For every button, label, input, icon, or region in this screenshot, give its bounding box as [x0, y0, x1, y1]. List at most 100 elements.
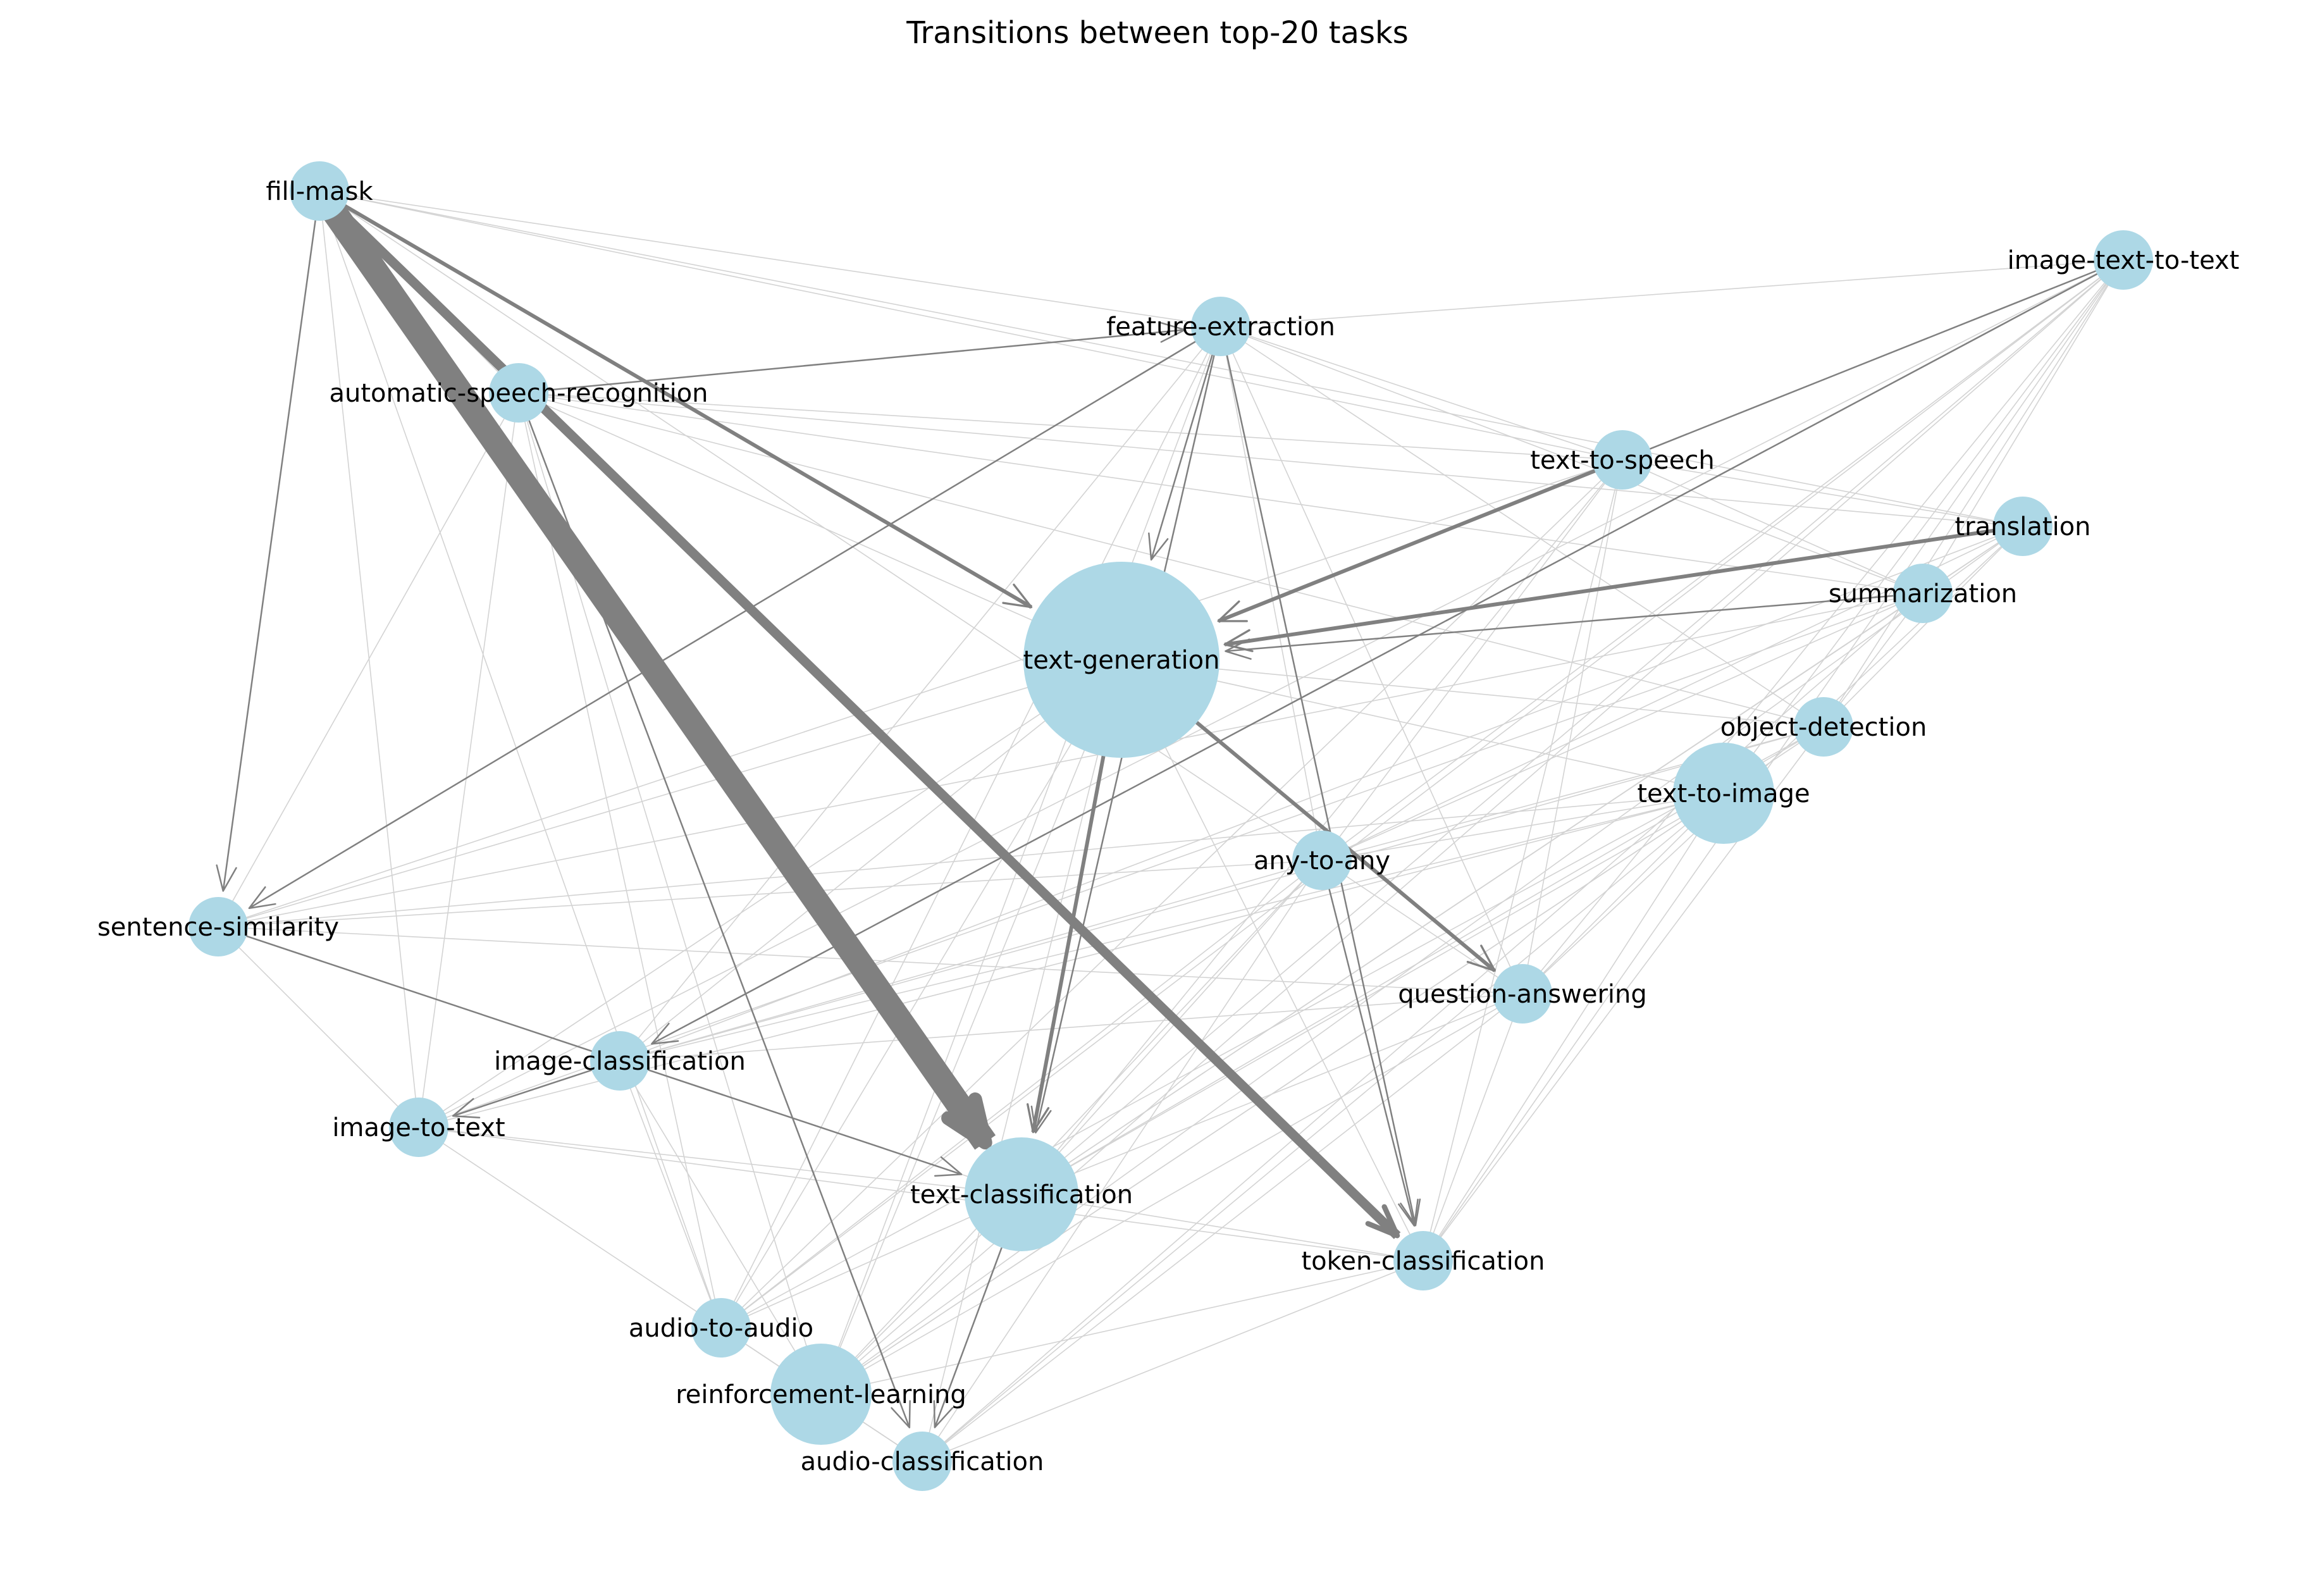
faint-edge-image-text-to-text-object-detection — [1823, 259, 2124, 727]
edge-image-text-to-text-to-text-generation — [1218, 259, 2124, 622]
edge-fill-mask-to-sentence-similarity — [216, 190, 321, 892]
node-label-text-classification: text-classification — [910, 1180, 1133, 1209]
node-label-sentence-similarity: sentence-similarity — [97, 913, 339, 942]
edge-arrowhead — [1158, 321, 1186, 343]
faint-edge-text-generation-audio-classification — [922, 659, 1122, 1462]
node-text-classification — [965, 1137, 1078, 1251]
edge-arrowhead — [933, 1400, 954, 1428]
edge-line — [1219, 326, 1417, 1226]
faint-edge-summarization-any-to-any — [1321, 593, 1923, 861]
edge-arrowhead — [216, 864, 237, 892]
node-label-question-answering: question-answering — [1398, 980, 1647, 1009]
node-text-to-speech — [1593, 430, 1652, 490]
faint-edges-layer — [218, 190, 2124, 1462]
edge-feature-extraction-to-sentence-similarity — [248, 325, 1221, 909]
node-label-reinforcement-learning: reinforcement-learning — [676, 1380, 966, 1409]
node-any-to-any — [1292, 831, 1352, 890]
node-label-image-text-to-text: image-text-to-text — [2008, 246, 2240, 275]
edge-arrowhead — [1148, 532, 1169, 561]
edge-arrowhead — [1398, 1198, 1419, 1227]
edge-arrowhead — [1225, 638, 1252, 660]
edge-line — [517, 392, 911, 1428]
edge-arrowhead — [1365, 1204, 1400, 1239]
faint-edge-text-to-image-sentence-similarity — [218, 793, 1724, 927]
edge-line — [318, 189, 1033, 609]
faint-edge-automatic-speech-recognition-sentence-similarity — [218, 392, 519, 927]
edge-fill-mask-to-token-classification — [316, 187, 1401, 1239]
faint-edge-summarization-sentence-similarity — [218, 593, 1923, 927]
faint-edge-automatic-speech-recognition-text-generation — [518, 392, 1122, 660]
faint-edge-text-to-image-token-classification — [1423, 793, 1724, 1261]
faint-edge-fill-mask-audio-to-audio — [319, 190, 722, 1328]
faint-edge-text-to-speech-translation — [1622, 459, 2023, 527]
faint-edge-feature-extraction-summarization — [1220, 326, 1923, 594]
edge-line — [222, 190, 321, 891]
edge-image-text-to-text-to-image-classification — [651, 259, 2124, 1045]
faint-edge-image-to-text-text-classification — [418, 1127, 1022, 1195]
faint-edge-image-classification-audio-to-audio — [619, 1060, 722, 1328]
faint-edge-text-generation-image-classification — [619, 659, 1122, 1061]
faint-edge-text-to-image-any-to-any — [1321, 793, 1724, 861]
faint-edge-text-to-speech-audio-to-audio — [720, 459, 1623, 1328]
faint-edge-feature-extraction-any-to-any — [1220, 326, 1323, 861]
faint-edge-image-text-to-text-any-to-any — [1321, 259, 2124, 861]
edge-automatic-speech-recognition-to-feature-extraction — [518, 321, 1186, 394]
edge-line — [249, 325, 1221, 909]
edge-line — [651, 259, 2124, 1045]
node-summarization — [1893, 564, 1953, 623]
edge-line — [1321, 860, 1416, 1227]
edge-any-to-any-to-token-classification — [1321, 860, 1419, 1227]
faint-edge-any-to-any-audio-to-audio — [720, 860, 1323, 1328]
faint-edge-question-answering-image-classification — [619, 993, 1523, 1061]
edge-line — [1225, 592, 1923, 652]
node-label-image-classification: image-classification — [494, 1047, 746, 1076]
faint-edge-image-to-text-token-classification — [418, 1127, 1424, 1261]
edge-arrowhead — [248, 886, 276, 909]
node-label-translation: translation — [1954, 512, 2090, 541]
node-audio-classification — [892, 1432, 952, 1491]
faint-edge-fill-mask-text-to-speech — [319, 190, 1623, 461]
node-image-text-to-text — [2094, 230, 2153, 290]
faint-edge-feature-extraction-reinforcement-learning — [820, 326, 1221, 1395]
edge-arrowhead — [1027, 1103, 1050, 1134]
node-reinforcement-learning — [770, 1344, 872, 1445]
node-label-object-detection: object-detection — [1720, 713, 1927, 742]
edge-line — [1218, 259, 2124, 622]
edge-arrowhead — [891, 1400, 911, 1428]
edge-arrowhead — [934, 1156, 963, 1177]
node-label-fill-mask: fill-mask — [266, 177, 373, 206]
edge-arrowhead — [1218, 602, 1246, 622]
faint-edge-any-to-any-reinforcement-learning — [820, 860, 1323, 1395]
edge-arrowhead — [1466, 944, 1496, 972]
node-object-detection — [1794, 697, 1853, 757]
node-label-automatic-speech-recognition: automatic-speech-recognition — [329, 379, 708, 408]
edge-arrowhead — [1223, 629, 1254, 652]
chart-title: Transitions between top-20 tasks — [906, 15, 1409, 51]
faint-edge-image-text-to-text-audio-to-audio — [720, 259, 2124, 1328]
faint-edge-image-text-to-text-image-to-text — [418, 259, 2124, 1128]
faint-edge-any-to-any-audio-classification — [922, 860, 1323, 1462]
edge-feature-extraction-to-text-generation — [1148, 326, 1222, 561]
faint-edge-text-generation-text-to-image — [1121, 659, 1724, 794]
faint-edge-text-to-image-text-classification — [1021, 793, 1724, 1195]
faint-edge-text-to-image-audio-classification — [922, 793, 1724, 1462]
faint-edge-object-detection-image-classification — [619, 726, 1824, 1061]
edge-translation-to-text-generation — [1223, 524, 2023, 652]
node-label-token-classification: token-classification — [1301, 1247, 1545, 1276]
edge-feature-extraction-to-token-classification — [1219, 326, 1421, 1227]
faint-edge-question-answering-token-classification — [1423, 993, 1523, 1261]
faint-edge-sentence-similarity-image-to-text — [218, 926, 419, 1128]
faint-edge-any-to-any-sentence-similarity — [218, 860, 1323, 927]
faint-edge-any-to-any-text-classification — [1021, 860, 1323, 1195]
labels-layer: fill-maskfeature-extractionimage-text-to… — [97, 177, 2239, 1476]
edge-line — [1150, 326, 1222, 560]
faint-edge-automatic-speech-recognition-object-detection — [518, 392, 1824, 727]
faint-edge-text-generation-token-classification — [1121, 659, 1424, 1261]
node-image-classification — [590, 1031, 650, 1091]
faint-edge-translation-object-detection — [1823, 526, 2023, 727]
edge-arrowhead — [941, 1092, 992, 1150]
edge-summarization-to-text-generation — [1225, 592, 1923, 660]
faint-edge-text-to-speech-summarization — [1622, 459, 1923, 594]
node-image-to-text — [389, 1098, 448, 1157]
